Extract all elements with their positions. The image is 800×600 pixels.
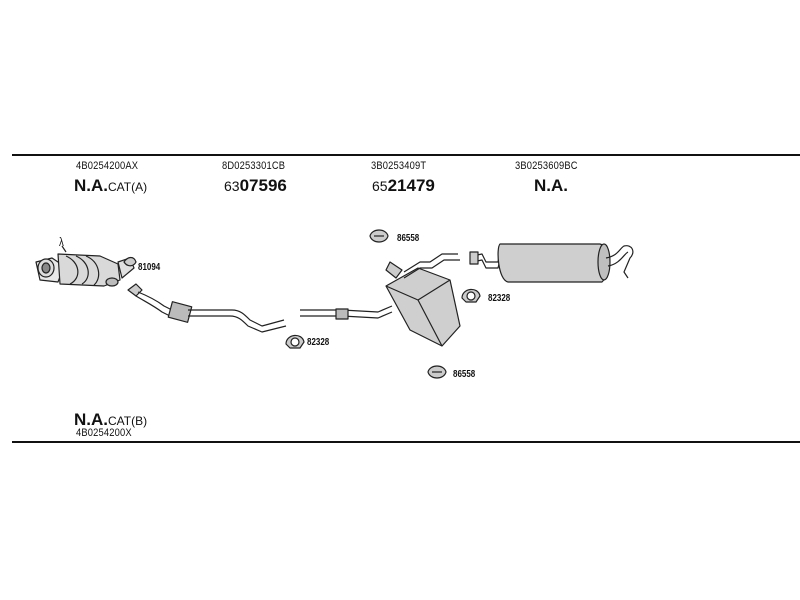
lambda-label: λ [59, 235, 64, 249]
part-number-cat-b: 4B0254200X [76, 427, 132, 439]
code-cat-b: N.A.CAT(B) [74, 410, 147, 430]
code-front-pipe-prefix: 63 [224, 178, 240, 194]
clamp-81094 [123, 256, 137, 267]
code-middle-silencer-prefix: 65 [372, 178, 388, 194]
code-middle-silencer-main: 21479 [387, 176, 435, 195]
code-rear-silencer-main: N.A. [534, 176, 568, 195]
clamp-82328-upper [461, 288, 481, 303]
clamp-82328-lower [285, 334, 305, 349]
code-front-pipe-main: 07596 [239, 176, 287, 195]
part-number-front-pipe: 8D0253301CB [222, 160, 286, 172]
part-number-middle-silencer: 3B0253409T [371, 160, 427, 172]
code-cat-a-main: N.A. [74, 176, 108, 195]
part-number-rear-silencer: 3B0253609BC [515, 160, 578, 172]
code-cat-b-main: N.A. [74, 410, 108, 429]
clamp-82328-upper-label: 82328 [488, 293, 511, 304]
code-cat-a: N.A.CAT(A) [74, 176, 147, 196]
hanger-86558-lower-label: 86558 [453, 369, 476, 380]
hanger-86558-upper-label: 86558 [397, 233, 420, 244]
top-rule [12, 154, 800, 156]
part-number-cat-a: 4B0254200AX [76, 160, 139, 172]
code-cat-a-suffix: CAT(A) [108, 180, 148, 194]
code-cat-b-suffix: CAT(B) [108, 414, 148, 428]
bottom-rule [12, 441, 800, 443]
hanger-86558-lower [427, 365, 447, 379]
code-rear-silencer: N.A. [534, 176, 568, 196]
clamp-82328-lower-label: 82328 [307, 337, 330, 348]
code-front-pipe: 6307596 [224, 176, 287, 196]
front-pipe [127, 283, 287, 333]
middle-silencer [385, 253, 461, 347]
intermediate-pipe [300, 305, 393, 320]
rear-silencer [469, 243, 634, 283]
catalytic-converter [35, 245, 135, 287]
code-middle-silencer: 6521479 [372, 176, 435, 196]
clamp-81094-label: 81094 [138, 262, 161, 273]
hanger-86558-upper [369, 229, 389, 243]
